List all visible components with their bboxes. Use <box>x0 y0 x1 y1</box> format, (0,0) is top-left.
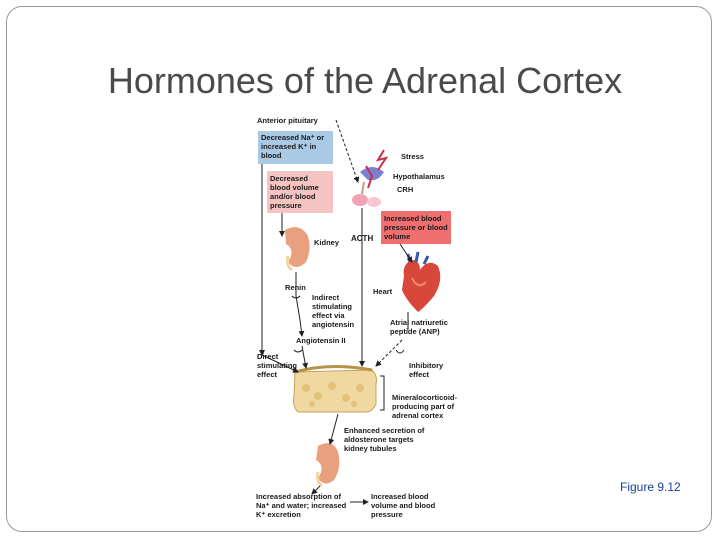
heart-graphic <box>402 251 441 312</box>
kidney-label: Kidney <box>314 238 340 247</box>
indirect-label: Indirect stimulating effect via angioten… <box>312 293 355 329</box>
arrow-cortex-kidney <box>328 413 339 445</box>
increased-bp-text: Increased blood pressure or blood volume <box>384 214 448 241</box>
renin-label: Renin <box>285 283 306 292</box>
direct-label: Direct stimulating effect <box>257 352 298 379</box>
kidney-graphic <box>285 227 310 272</box>
renin-inhibitor-symbol <box>291 295 301 299</box>
slide-frame <box>6 6 712 532</box>
increased-bp-box <box>381 211 451 244</box>
arrow-kidney-renin <box>295 272 305 337</box>
angiotensin-inhibitor-symbol <box>293 349 303 353</box>
absorption-label: Increased absorption of Na⁺ and water; i… <box>256 492 347 519</box>
hypothalamus-pituitary-graphic <box>352 149 389 207</box>
slide-title: Hormones of the Adrenal Cortex <box>107 60 623 101</box>
arrow-inhibitory <box>375 339 403 367</box>
anp-inhibitor-symbol <box>395 349 405 354</box>
kidney-graphic-bottom <box>316 443 340 488</box>
arrow-angiotensin-cortex <box>301 345 309 369</box>
increased-bv-label: Increased blood volume and blood pressur… <box>371 492 436 519</box>
inhibitory-label: Inhibitory effect <box>409 361 444 379</box>
hypothalamus-label: Hypothalamus <box>393 172 445 181</box>
heart-label: Heart <box>373 287 393 296</box>
angiotensin-label: Angiotensin II <box>296 336 346 345</box>
arrow-pituitary <box>335 119 360 183</box>
decreased-na-text: Decreased Na⁺ or increased K⁺ in blood <box>261 133 325 160</box>
arrow-direct-cortex <box>261 354 299 373</box>
decreased-bv-box <box>267 171 333 213</box>
arrow-bp-heart <box>399 243 413 263</box>
adrenal-cortex-graphic <box>293 364 377 413</box>
enhanced-secretion-label: Enhanced secretion of aldosterone target… <box>344 426 425 453</box>
decreased-na-box <box>258 131 333 164</box>
anp-label: Atrial natriuretic peptide (ANP) <box>390 318 448 336</box>
cortex-bracket <box>380 375 385 411</box>
acth-label: ACTH <box>351 234 374 243</box>
crh-label: CRH <box>397 185 414 194</box>
stress-label: Stress <box>401 152 424 161</box>
figure-reference: Figure 9.12 <box>620 480 681 494</box>
anterior-pituitary-label: Anterior pituitary <box>257 116 318 125</box>
arrow-kidney-absorption <box>311 485 321 495</box>
decreased-bv-text: Decreased blood volume and/or blood pres… <box>270 174 319 210</box>
mineralocorticoid-label: Mineralocorticoid-producing part of adre… <box>392 393 458 420</box>
